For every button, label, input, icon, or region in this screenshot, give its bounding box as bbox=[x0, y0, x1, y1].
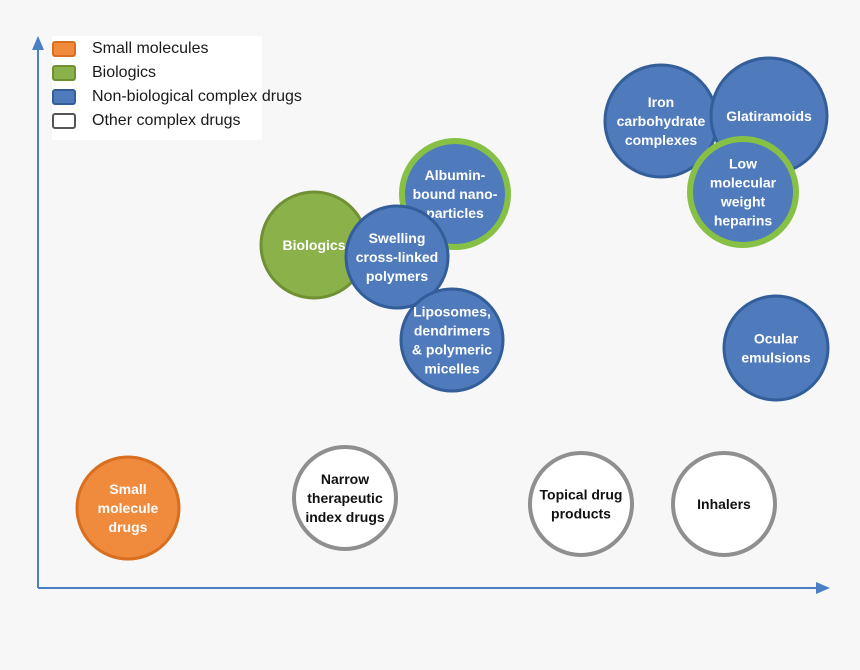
bubble-low-molecular-weight-heparins: Low molecular weight heparins bbox=[687, 136, 799, 248]
bubble-label-line: Biologics bbox=[282, 237, 345, 253]
bubble-label: Ocular emulsions bbox=[741, 330, 810, 365]
bubble-small-molecule-drugs: Small molecule drugs bbox=[75, 455, 181, 561]
bubble-label-line: Glatiramoids bbox=[726, 108, 812, 124]
x-axis-arrowhead bbox=[816, 582, 830, 594]
bubble-label-line: carbohydrate bbox=[617, 113, 706, 129]
bubble-narrow-therapeutic: Narrow therapeutic index drugs bbox=[292, 445, 398, 551]
legend-item-biologics: Biologics bbox=[52, 62, 156, 84]
bubble-label-line: cross-linked bbox=[356, 249, 438, 265]
legend-item-nbcd: Non-biological complex drugs bbox=[52, 86, 302, 108]
legend: Small molecules Biologics Non-biological… bbox=[52, 36, 302, 140]
bubble-label-line: heparins bbox=[714, 213, 773, 229]
bubble-label-line: molecular bbox=[710, 174, 777, 190]
bubble-label-line: & polymeric bbox=[412, 341, 492, 357]
bubble-label-line: Narrow bbox=[321, 471, 369, 487]
legend-swatch-small-molecules bbox=[52, 41, 76, 57]
bubble-label: Liposomes, dendrimers & polymeric micelles bbox=[412, 303, 492, 376]
legend-swatch-nbcd bbox=[52, 89, 76, 105]
bubble-circle bbox=[292, 445, 398, 551]
bubble-label-line: Ocular bbox=[754, 330, 799, 346]
bubble-circle bbox=[75, 455, 181, 561]
bubble-circle bbox=[722, 294, 830, 402]
bubble-circle bbox=[399, 287, 505, 393]
bubble-label-line: drugs bbox=[109, 519, 148, 535]
bubble-label: Inhalers bbox=[697, 496, 751, 512]
bubble-label-line: weight bbox=[720, 193, 766, 209]
bubble-label: Biologics bbox=[282, 237, 345, 253]
bubble-label-line: index drugs bbox=[305, 509, 385, 525]
bubble-label-line: Low bbox=[729, 155, 757, 171]
bubble-circle bbox=[671, 451, 777, 557]
bubble-circle bbox=[344, 204, 450, 310]
bubble-label-line: complexes bbox=[625, 132, 698, 148]
bubble-label-line: dendrimers bbox=[414, 322, 490, 338]
bubble-liposomes: Liposomes, dendrimers & polymeric micelles bbox=[399, 287, 505, 393]
bubble-label-line: Iron bbox=[648, 94, 674, 110]
bubble-circle bbox=[687, 136, 799, 248]
bubble-label-line: Small bbox=[109, 481, 146, 497]
bubble-label-line: Swelling bbox=[369, 230, 426, 246]
bubble-label: Narrow therapeutic index drugs bbox=[305, 471, 385, 525]
legend-label: Other complex drugs bbox=[92, 112, 241, 129]
bubble-label-line: products bbox=[551, 505, 611, 521]
bubble-label-line: Albumin- bbox=[425, 167, 486, 183]
bubble-label: Low molecular weight heparins bbox=[710, 155, 777, 228]
bubble-label: Swelling cross-linked polymers bbox=[356, 230, 438, 284]
bubble-label: Albumin-bound nano-particles bbox=[413, 167, 498, 221]
bubble-inhalers: Inhalers bbox=[671, 451, 777, 557]
legend-label: Non-biological complex drugs bbox=[92, 88, 302, 105]
bubble-label-line: molecule bbox=[98, 500, 159, 516]
legend-swatch-other-complex bbox=[52, 113, 76, 129]
legend-item-small-molecules: Small molecules bbox=[52, 38, 208, 60]
bubble-label-line: Topical drug bbox=[540, 486, 623, 502]
bubble-topical-drug-products: Topical drug products bbox=[528, 451, 634, 557]
bubble-layer: Small molecule drugs Narrow therapeutic index… bbox=[75, 56, 830, 561]
bubble-label-line: particles bbox=[426, 205, 484, 221]
legend-label: Small molecules bbox=[92, 40, 209, 57]
axes bbox=[32, 36, 830, 594]
legend-item-other-complex: Other complex drugs bbox=[52, 110, 241, 132]
bubble-iron-carbohydrate: Iron carbohydrate complexes bbox=[603, 63, 719, 179]
bubble-label: Topical drug products bbox=[540, 486, 623, 521]
bubble-label-line: therapeutic bbox=[307, 490, 383, 506]
bubble-circle bbox=[528, 451, 634, 557]
bubble-label: Small molecule drugs bbox=[98, 481, 159, 535]
bubble-label-line: emulsions bbox=[741, 349, 810, 365]
y-axis-arrowhead bbox=[32, 36, 44, 50]
bubble-label-line: bound nano- bbox=[413, 186, 498, 202]
legend-label: Biologics bbox=[92, 64, 157, 81]
bubble-label-line: polymers bbox=[366, 268, 428, 284]
bubble-swelling-polymers: Swelling cross-linked polymers bbox=[344, 204, 450, 310]
bubble-label: Iron carbohydrate complexes bbox=[617, 94, 706, 148]
bubble-ocular-emulsions: Ocular emulsions bbox=[722, 294, 830, 402]
bubble-label-line: Liposomes, bbox=[413, 303, 491, 319]
bubble-label-line: Inhalers bbox=[697, 496, 751, 512]
bubble-label: Glatiramoids bbox=[726, 108, 812, 124]
legend-swatch-biologics bbox=[52, 65, 76, 81]
bubble-label-line: micelles bbox=[424, 361, 479, 377]
